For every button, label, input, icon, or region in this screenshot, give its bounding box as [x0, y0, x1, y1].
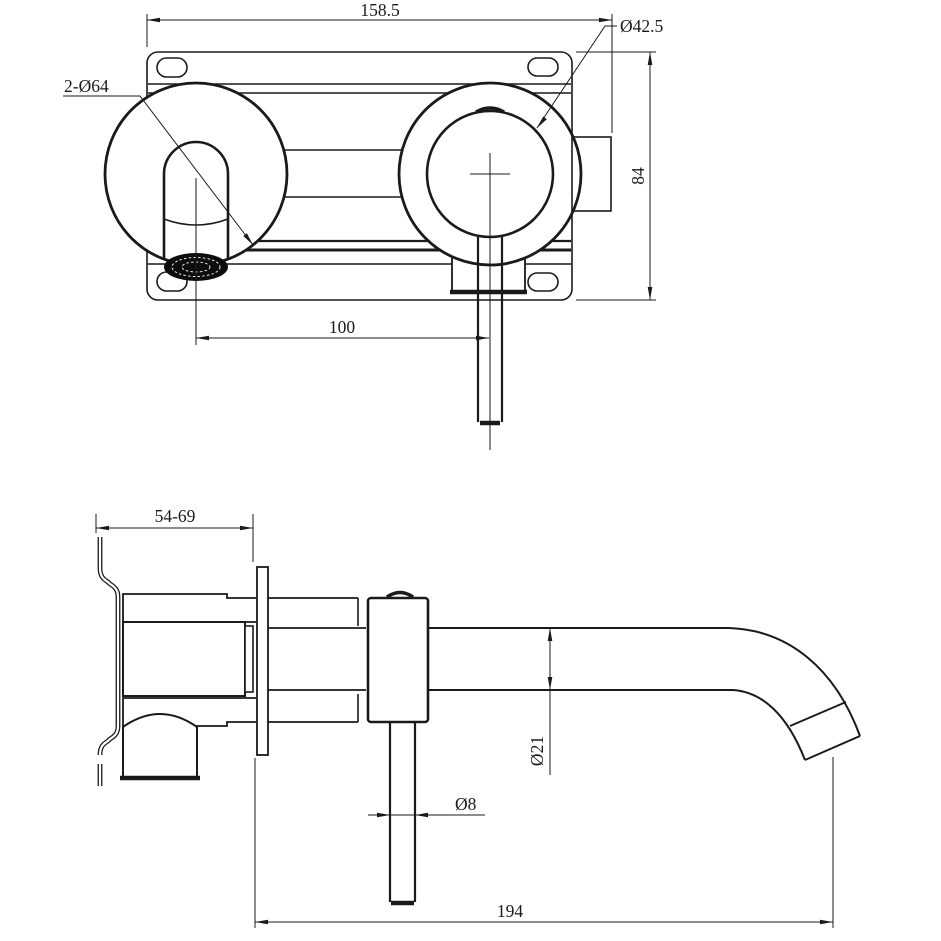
- escutcheon-flange-side: [256, 566, 269, 756]
- lever-cap-side: [386, 590, 414, 599]
- lever-cap-front: [475, 106, 505, 114]
- dim-wall-depth-label: 54-69: [155, 506, 196, 526]
- label-handle-trim-diameter: Ø42.5: [620, 16, 664, 36]
- dim-plate-width: 158.5: [146, 0, 613, 133]
- dim-plate-height: 84: [576, 51, 656, 301]
- dim-spout-handle-spacing: 100: [196, 317, 489, 341]
- leader-escutcheons-note: 2-Ø64: [63, 76, 254, 246]
- dim-spacing-label: 100: [329, 317, 356, 337]
- label-escutcheons-note: 2-Ø64: [64, 76, 109, 96]
- handle-lever-front: [475, 106, 505, 426]
- front-view: 158.5 84 100 Ø42.5 2-Ø64: [63, 0, 664, 450]
- spout-side: [428, 627, 861, 761]
- dim-wall-depth-range: 54-69: [95, 506, 254, 562]
- dim-lever-rod-label: Ø8: [455, 794, 477, 814]
- wall-line: [97, 537, 121, 786]
- dim-spout-reach-label: 194: [497, 901, 524, 921]
- dim-lever-rod-diameter: Ø8: [368, 794, 485, 818]
- handle-trim-sleeve: [268, 597, 366, 723]
- side-view: 54-69 Ø21 Ø8 194: [95, 506, 861, 928]
- dim-spout-tube-label: Ø21: [527, 736, 547, 766]
- concealed-valve-body: [120, 593, 256, 781]
- dim-plate-width-label: 158.5: [360, 0, 400, 20]
- dim-plate-height-label: 84: [628, 167, 648, 185]
- handle-side: [366, 590, 430, 906]
- dim-spout-tube-diameter: Ø21: [527, 628, 553, 775]
- leader-handle-trim-diameter: Ø42.5: [536, 16, 664, 129]
- dim-spout-reach: 194: [254, 757, 834, 928]
